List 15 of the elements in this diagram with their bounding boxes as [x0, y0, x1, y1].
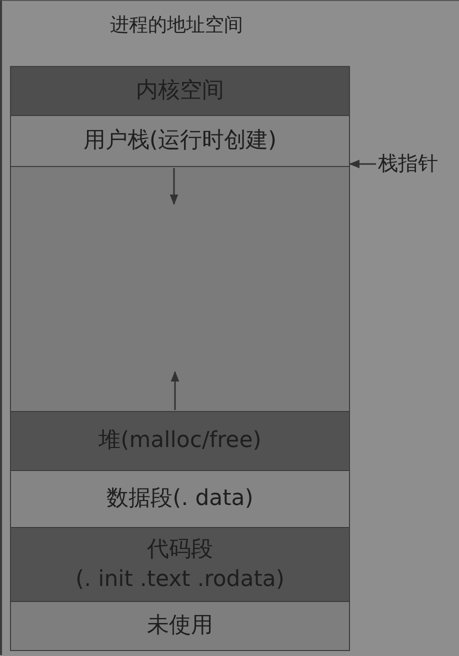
free-memory-region [10, 166, 350, 412]
memory-segment [10, 470, 350, 528]
segment-label: 用户栈(运行时创建) [83, 127, 277, 155]
memory-segment [10, 601, 350, 651]
diagram-title: 进程的地址空间 [110, 13, 243, 38]
memory-segment [10, 115, 350, 167]
memory-segment [10, 527, 350, 602]
arrow [170, 168, 178, 206]
memory-segment [10, 411, 350, 471]
arrow [170, 370, 180, 410]
pointer-label: 栈指针 [378, 150, 438, 177]
segment-label: 数据段(. data) [106, 485, 254, 513]
memory-segment [10, 66, 350, 116]
arrow [348, 160, 376, 168]
segment-label: 未使用 [147, 612, 213, 640]
